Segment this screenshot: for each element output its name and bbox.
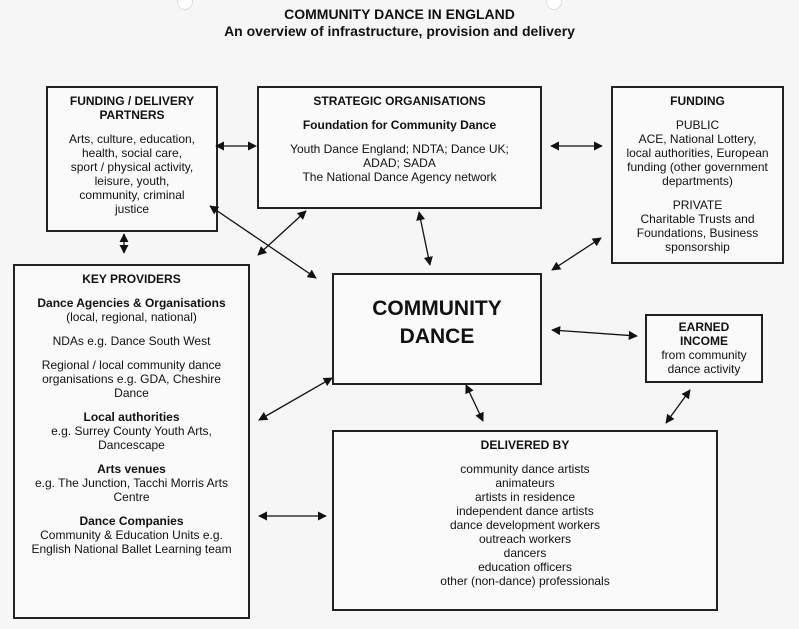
funding-public-line: ACE, National Lottery,: [638, 132, 757, 146]
funding-partners-heading: PARTNERS: [99, 108, 165, 122]
funding-public-line: funding (other government: [627, 160, 768, 174]
key-providers-heading: KEY PROVIDERS: [82, 272, 181, 286]
delivered-by-item: animateurs: [495, 476, 555, 490]
community-dance-line: DANCE: [399, 325, 475, 348]
funding-partners-line: sport / physical activity,: [70, 160, 194, 174]
funding-heading: FUNDING: [670, 94, 725, 108]
delivered-by-heading: DELIVERED BY: [480, 438, 570, 452]
ndas-line: NDAs e.g. Dance South West: [52, 334, 211, 348]
funding-partners-line: Arts, culture, education,: [68, 132, 196, 146]
earned-income-line: from community: [661, 348, 747, 362]
arrow-strategic-providers: [257, 210, 307, 256]
funding-partners-box: FUNDING / DELIVERY PARTNERS Arts, cultur…: [46, 86, 218, 232]
funding-private-label: PRIVATE: [672, 198, 723, 212]
key-providers-box: KEY PROVIDERS Dance Agencies & Organisat…: [13, 264, 250, 619]
funding-public-label: PUBLIC: [675, 118, 720, 132]
funding-public-line: local authorities, European: [626, 146, 769, 160]
strategic-line: ADAD; SADA: [363, 156, 436, 170]
delivered-by-item: community dance artists: [460, 462, 590, 476]
earned-income-box: EARNED INCOME from community dance activ…: [645, 314, 763, 383]
funding-partners-line: justice: [114, 202, 149, 216]
arrow-earned-delivered: [665, 389, 691, 424]
funding-partners-heading: FUNDING / DELIVERY: [69, 94, 195, 108]
arrow-central-providers: [258, 377, 333, 421]
community-dance-box: COMMUNITY DANCE: [332, 273, 542, 385]
strategic-line: Youth Dance England; NDTA; Dance UK;: [290, 142, 509, 156]
funding-private-line: Charitable Trusts and: [640, 212, 755, 226]
delivered-by-item: education officers: [478, 560, 572, 574]
regional-line: Dance: [114, 386, 149, 400]
funding-partners-line: leisure, youth,: [94, 174, 170, 188]
delivered-by-item: dance development workers: [449, 518, 601, 532]
delivered-by-box: DELIVERED BY community dance artists ani…: [332, 430, 718, 611]
arrow-funding-central: [551, 237, 602, 271]
funding-box: FUNDING PUBLIC ACE, National Lottery, lo…: [611, 86, 784, 264]
delivered-by-item: independent dance artists: [456, 504, 594, 518]
local-authorities-heading: Local authorities: [83, 410, 180, 424]
page-subtitle: An overview of infrastructure, provision…: [224, 23, 575, 39]
arrow-central-earned: [551, 326, 638, 340]
earned-income-heading: EARNED: [678, 320, 730, 334]
funding-public-line: departments): [662, 174, 733, 188]
strategic-subheading: Foundation for Community Dance: [302, 118, 497, 132]
strategic-organisations-box: STRATEGIC ORGANISATIONS Foundation for C…: [257, 86, 542, 209]
arts-venues-heading: Arts venues: [97, 462, 166, 476]
funding-private-line: Foundations, Business: [636, 226, 759, 240]
agencies-heading: Dance Agencies & Organisations: [37, 296, 226, 310]
local-authorities-line: Dancescape: [98, 438, 165, 452]
dance-companies-line: English National Ballet Learning team: [31, 542, 232, 556]
regional-line: Regional / local community dance: [41, 358, 222, 372]
strategic-line: The National Dance Agency network: [302, 170, 497, 184]
dance-companies-heading: Dance Companies: [79, 514, 184, 528]
delivered-by-item: outreach workers: [478, 532, 572, 546]
page-title: COMMUNITY DANCE IN ENGLAND: [284, 6, 515, 22]
agencies-line: (local, regional, national): [66, 310, 197, 324]
funding-partners-line: health, social care,: [81, 146, 183, 160]
earned-income-line: dance activity: [667, 362, 741, 376]
arts-venues-line: Centre: [113, 490, 150, 504]
delivered-by-item: artists in residence: [474, 490, 576, 504]
dance-companies-line: Community & Education Units e.g.: [40, 528, 223, 542]
delivered-by-item: other (non-dance) professionals: [440, 574, 610, 588]
earned-income-heading: INCOME: [680, 334, 728, 348]
regional-line: organisations e.g. GDA, Cheshire: [42, 372, 221, 386]
local-authorities-line: e.g. Surrey County Youth Arts,: [51, 424, 212, 438]
funding-private-line: sponsorship: [665, 240, 730, 254]
strategic-heading: STRATEGIC ORGANISATIONS: [313, 94, 486, 108]
funding-partners-line: community, criminal: [79, 188, 185, 202]
delivered-by-item: dancers: [503, 546, 547, 560]
arrow-central-delivered: [465, 384, 484, 422]
community-dance-line: COMMUNITY: [372, 297, 502, 320]
arrow-strategic-central: [416, 211, 433, 266]
arts-venues-line: e.g. The Junction, Tacchi Morris Arts: [35, 476, 228, 490]
